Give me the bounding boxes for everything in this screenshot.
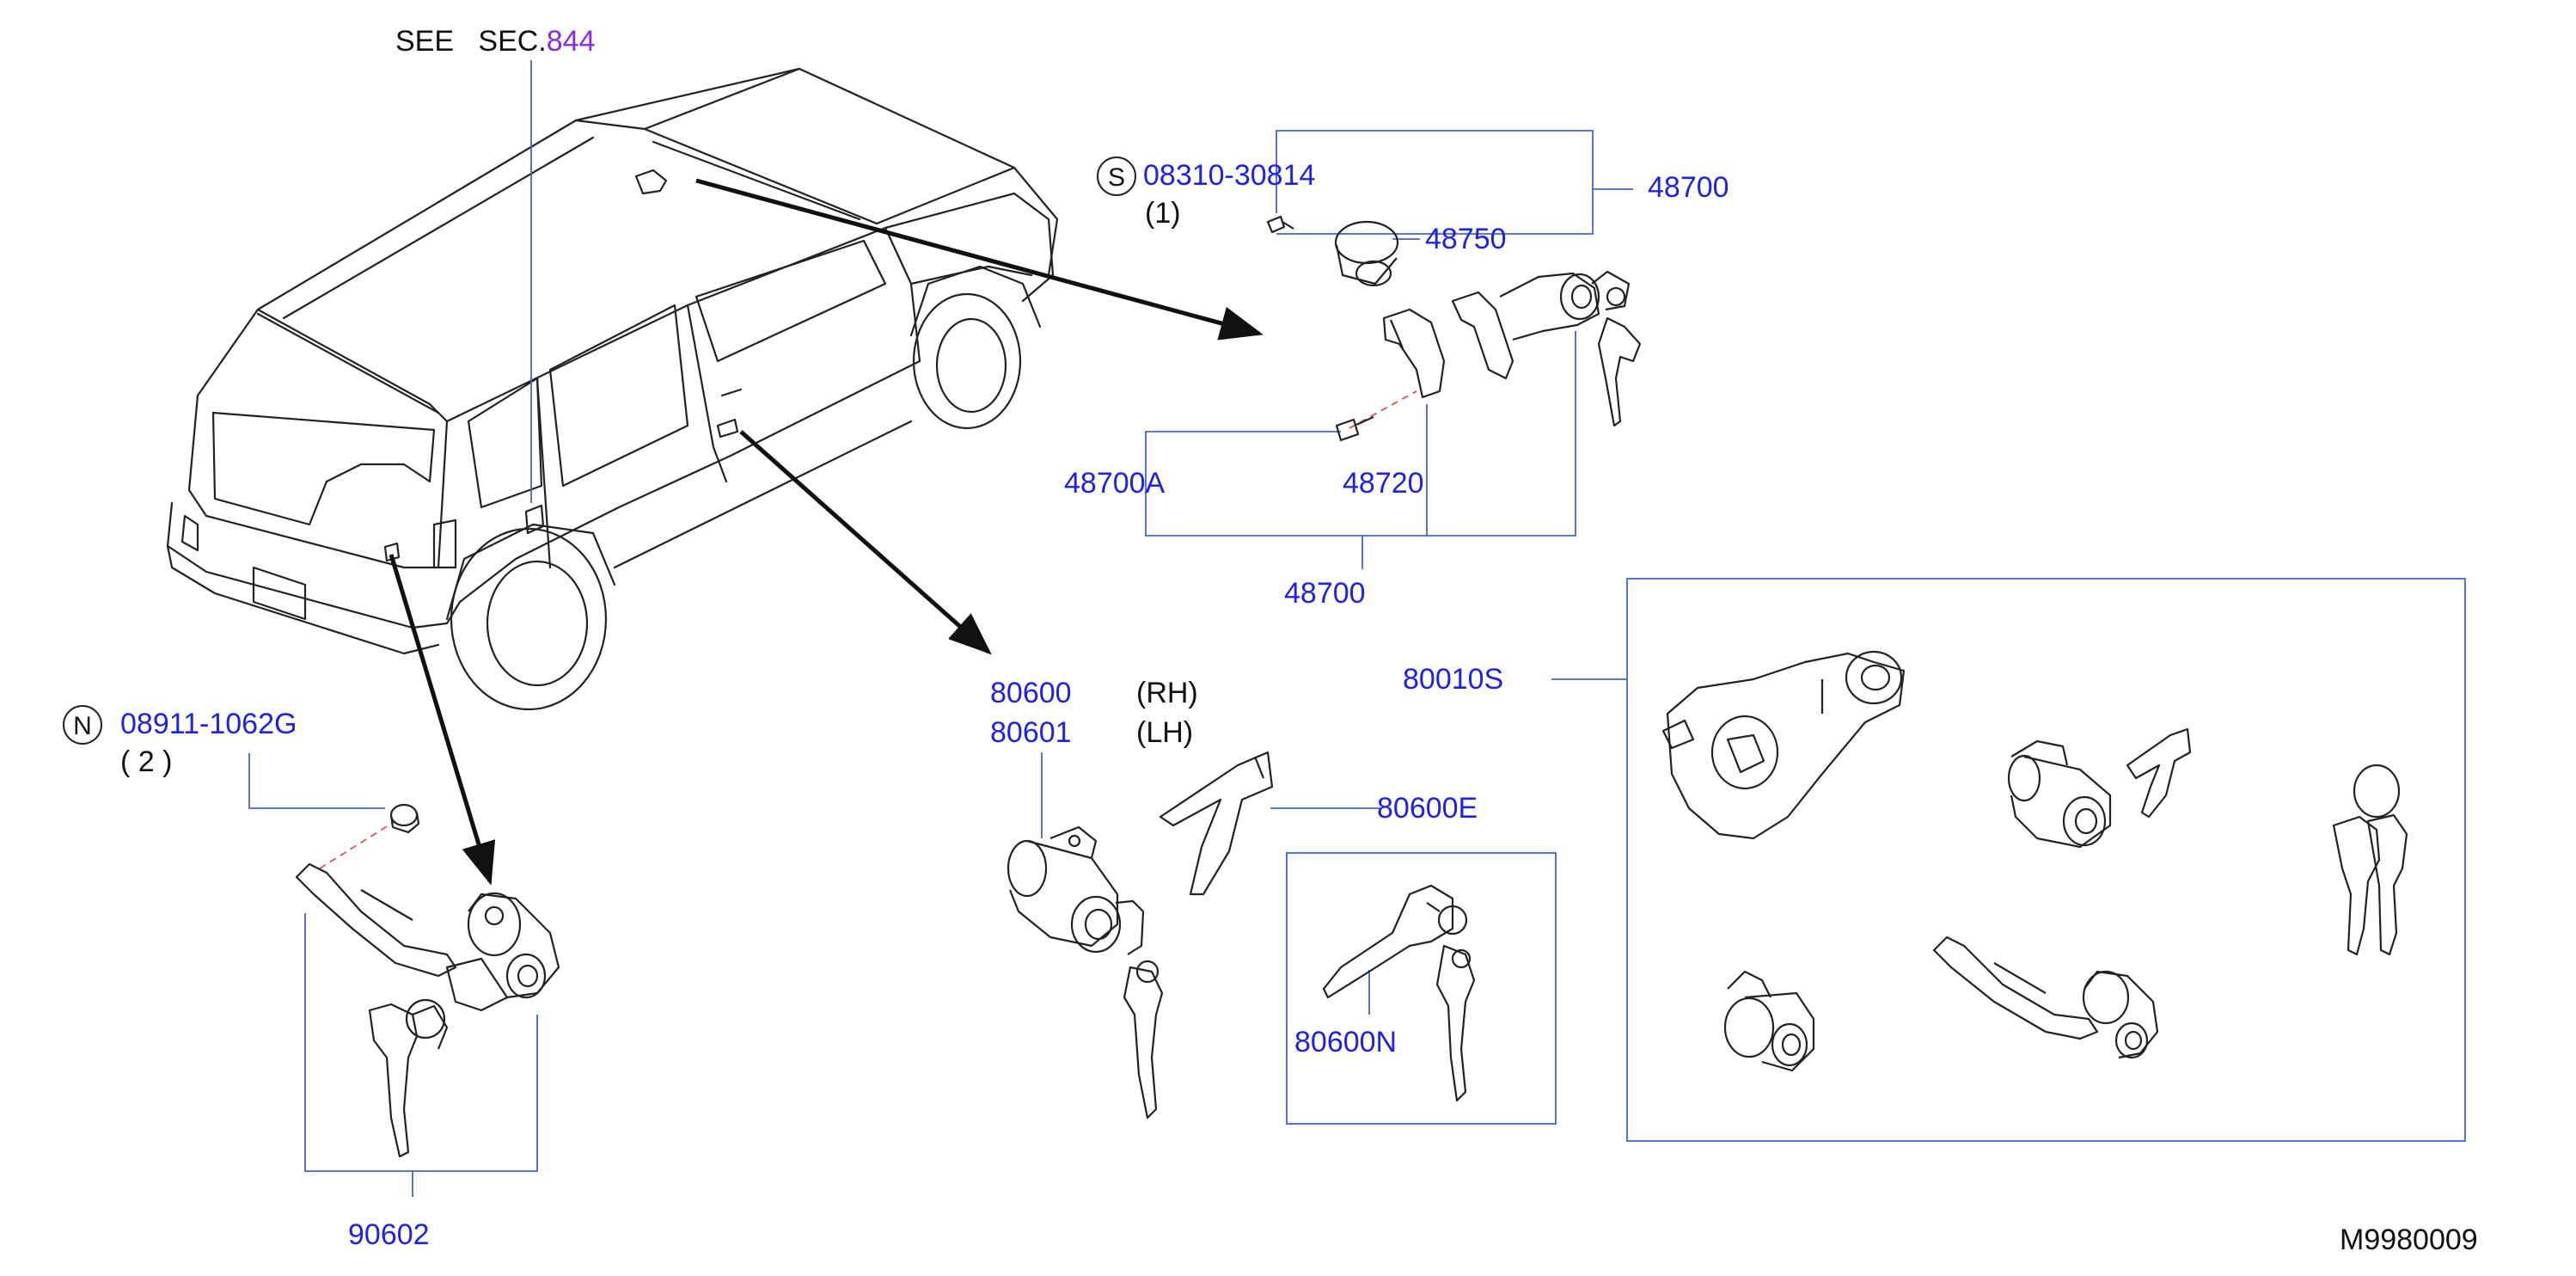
- hatch-lock-parts: [295, 803, 560, 1158]
- vehicle-illustration: [166, 67, 1059, 711]
- section-link[interactable]: 844: [546, 25, 596, 58]
- diagram-id: M9980009: [2340, 1224, 2478, 1256]
- leader-lines: [248, 60, 2466, 1197]
- part-label-08310-30814[interactable]: 08310-30814: [1143, 159, 1316, 192]
- n-circle-icon: N: [63, 705, 102, 745]
- door-lock-parts: [1007, 751, 1274, 1120]
- see-section-note: SEE SEC.844: [395, 24, 595, 58]
- s-circle-icon: S: [1097, 156, 1136, 196]
- sec-text: SEC.: [478, 25, 547, 58]
- bolt-quantity: (1): [1145, 197, 1181, 230]
- part-label-48700-top[interactable]: 48700: [1648, 171, 1729, 204]
- lock-kit-parts: [1661, 650, 2408, 1072]
- side-rh: (RH): [1136, 677, 1198, 709]
- callout-arrows: [389, 178, 1264, 886]
- key-set-parts: [1322, 884, 1476, 1102]
- part-label-80600E[interactable]: 80600E: [1377, 792, 1478, 825]
- part-label-08911-1062G[interactable]: 08911-1062G: [120, 708, 297, 740]
- part-label-80600N[interactable]: 80600N: [1294, 1026, 1398, 1058]
- part-label-48720[interactable]: 48720: [1343, 467, 1424, 500]
- part-label-48750[interactable]: 48750: [1425, 223, 1507, 255]
- ignition-lock-parts: [1266, 215, 1642, 442]
- part-label-48700-bottom[interactable]: 48700: [1284, 577, 1366, 610]
- part-label-80601[interactable]: 80601: [990, 716, 1072, 749]
- side-lh: (LH): [1136, 716, 1194, 749]
- part-label-80600[interactable]: 80600: [990, 677, 1072, 709]
- nut-quantity: ( 2 ): [120, 745, 173, 778]
- part-label-90602[interactable]: 90602: [348, 1218, 430, 1251]
- center-lines: [319, 390, 1417, 869]
- part-label-80010S[interactable]: 80010S: [1403, 663, 1504, 696]
- see-text: SEE: [395, 25, 455, 58]
- part-label-48700A[interactable]: 48700A: [1064, 467, 1166, 500]
